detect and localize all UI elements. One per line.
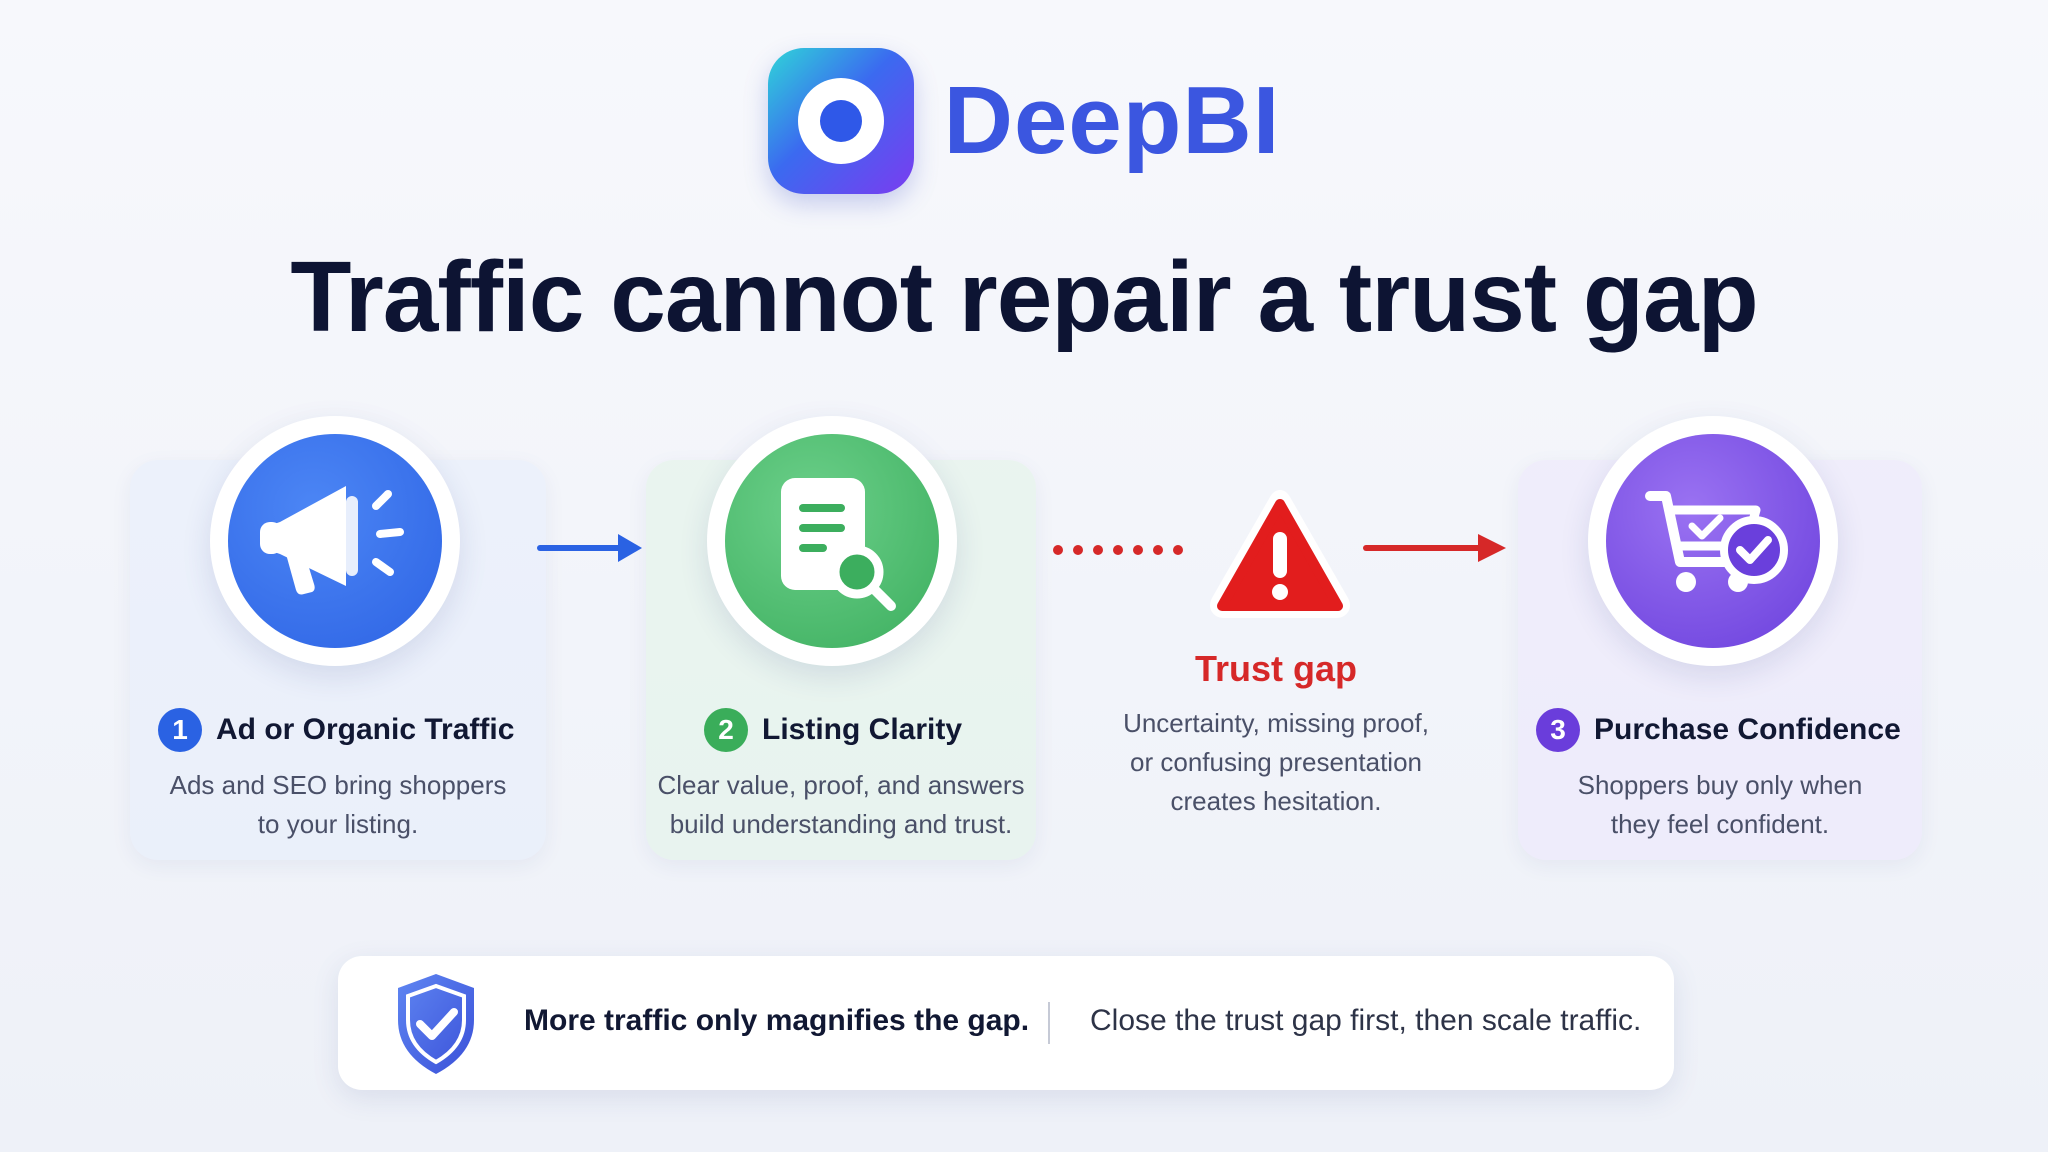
- page-title: Traffic cannot repair a trust gap: [290, 241, 1758, 353]
- document-search-icon: [781, 478, 896, 611]
- trust-gap-desc-line: Uncertainty, missing proof,: [1123, 708, 1429, 738]
- banner-key-message: More traffic only magnifies the gap.: [524, 1004, 1030, 1037]
- step-2-desc-line: build understanding and trust.: [669, 809, 1013, 839]
- step-3-number-badge: 3: [1536, 708, 1580, 752]
- warning-icon: [1210, 490, 1350, 618]
- brand-header: DeepBI: [0, 46, 2048, 196]
- dotted-connector: [1053, 545, 1183, 555]
- banner-recommendation: Close the trust gap first, then scale tr…: [1090, 1004, 1642, 1037]
- shield-check-icon: [398, 974, 474, 1074]
- brand-name: DeepBI: [943, 67, 1281, 174]
- step-3-desc-line: Shoppers buy only when: [1577, 770, 1863, 800]
- step-1-title: 1 Ad or Organic Traffic: [158, 708, 514, 752]
- arrow-right-icon: [537, 534, 642, 562]
- trust-gap-description: Uncertainty, missing proof, or confusing…: [1086, 704, 1466, 821]
- summary-banner: [338, 956, 1674, 1090]
- step-1-label: Ad or Organic Traffic: [216, 713, 515, 746]
- step-1-description: Ads and SEO bring shoppers to your listi…: [130, 766, 546, 844]
- trust-gap-desc-line: creates hesitation.: [1170, 786, 1382, 816]
- step-3-desc-line: they feel confident.: [1610, 809, 1830, 839]
- deepbi-logo-icon: [767, 48, 914, 194]
- traffic-circle: [210, 416, 460, 666]
- step-3-label: Purchase Confidence: [1594, 713, 1901, 746]
- banner-divider: [1048, 1002, 1050, 1044]
- cart-check-icon: [1645, 491, 1788, 592]
- step-3-description: Shoppers buy only when they feel confide…: [1518, 766, 1922, 844]
- step-2-label: Listing Clarity: [762, 713, 963, 746]
- megaphone-icon: [260, 486, 404, 595]
- listing-clarity-circle: [707, 416, 957, 666]
- step-1-desc-line: Ads and SEO bring shoppers: [169, 770, 507, 800]
- step-1-desc-line: to your listing.: [257, 809, 419, 839]
- step-2-desc-line: Clear value, proof, and answers: [657, 770, 1025, 800]
- trust-gap-title: Trust gap: [1194, 648, 1358, 689]
- step-2-description: Clear value, proof, and answers build un…: [646, 766, 1036, 844]
- purchase-confidence-circle: [1588, 416, 1838, 666]
- step-3-title: 3 Purchase Confidence: [1536, 708, 1901, 752]
- trust-gap-desc-line: or confusing presentation: [1130, 747, 1422, 777]
- step-1-number-badge: 1: [158, 708, 202, 752]
- step-2-title: 2 Listing Clarity: [704, 708, 962, 752]
- arrow-right-icon: [1363, 534, 1506, 562]
- step-2-number-badge: 2: [704, 708, 748, 752]
